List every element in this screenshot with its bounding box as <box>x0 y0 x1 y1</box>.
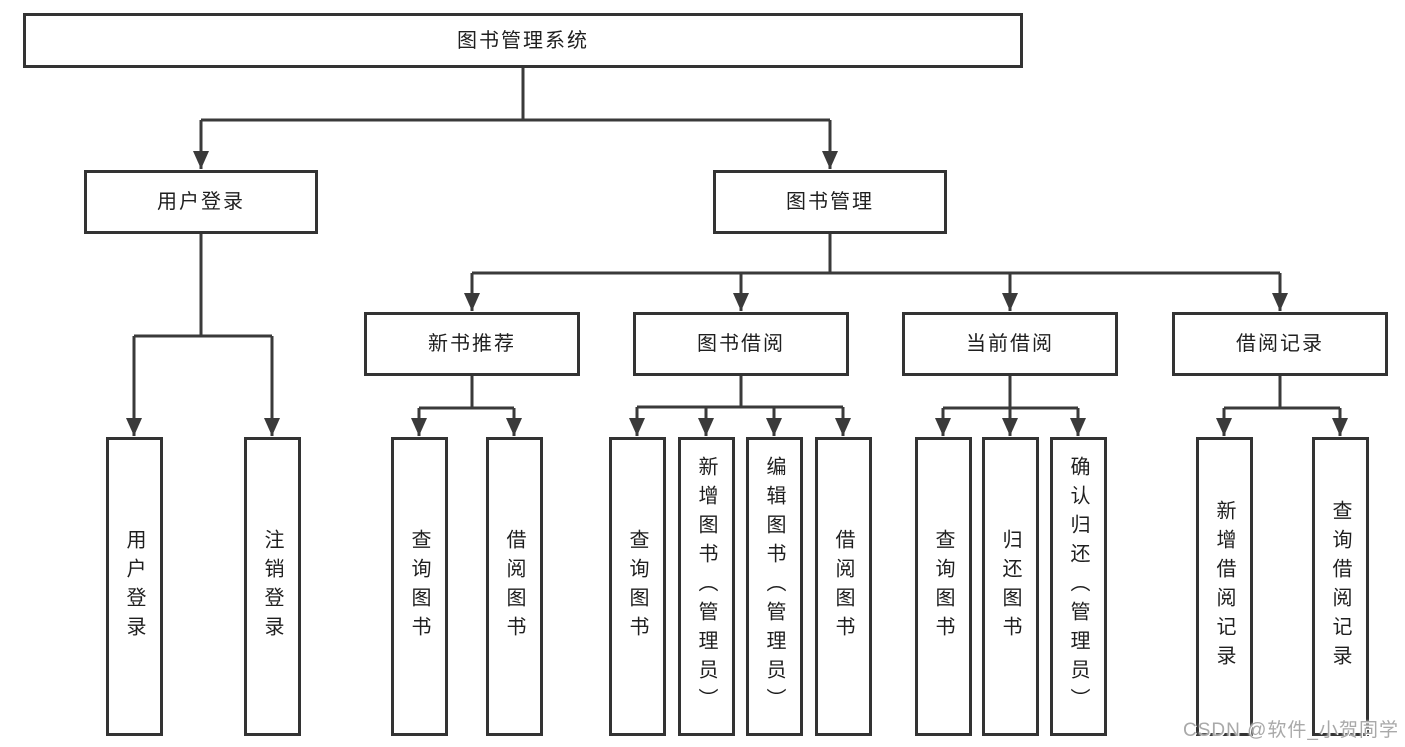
leaf-edit-book-admin: 编辑图书（管理员） <box>745 437 803 736</box>
leaf-add-borrow-record: 新增借阅记录 <box>1195 437 1253 736</box>
node-new-book-recommend: 新书推荐 <box>364 312 580 376</box>
leaf-logout: 注销登录 <box>243 437 301 736</box>
node-user-login: 用户登录 <box>84 170 318 234</box>
leaf-confirm-return-admin: 确认归还（管理员） <box>1049 437 1107 736</box>
node-book-borrow: 图书借阅 <box>633 312 849 376</box>
leaf-add-book-admin: 新增图书（管理员） <box>677 437 735 736</box>
leaf-return-books: 归还图书 <box>981 437 1039 736</box>
leaf-user-login: 用户登录 <box>105 437 163 736</box>
watermark: CSDN @软件_小贺同学 <box>1183 720 1399 741</box>
node-current-borrow: 当前借阅 <box>902 312 1118 376</box>
leaf-recommend-borrow-books: 借阅图书 <box>485 437 543 736</box>
leaf-query-borrow-record: 查询借阅记录 <box>1311 437 1369 736</box>
leaf-borrow-borrow-books: 借阅图书 <box>814 437 872 736</box>
leaf-borrow-query-books: 查询图书 <box>608 437 666 736</box>
node-root: 图书管理系统 <box>23 13 1023 68</box>
node-book-management: 图书管理 <box>713 170 947 234</box>
leaf-recommend-query-books: 查询图书 <box>390 437 448 736</box>
node-borrow-records: 借阅记录 <box>1172 312 1388 376</box>
leaf-current-query-books: 查询图书 <box>914 437 972 736</box>
